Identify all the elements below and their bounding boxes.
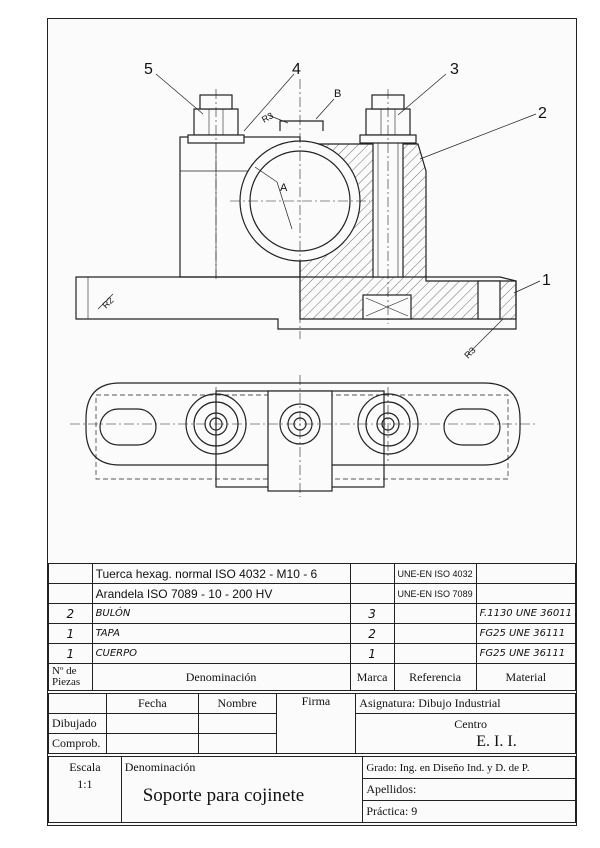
label-b: B xyxy=(334,88,341,100)
header-qty: Nº de Piezas xyxy=(48,663,93,691)
dibujado-fecha xyxy=(105,713,199,734)
parts-header-row: Nº de Piezas Denominación Marca Referenc… xyxy=(48,663,577,691)
dibujado-nombre xyxy=(197,713,277,734)
header-mat: Material xyxy=(475,663,577,691)
denominacion-cell: Denominación Soporte para cojinete xyxy=(120,756,364,823)
top-view xyxy=(70,375,538,497)
callout-3: 3 xyxy=(450,61,459,78)
drawing-title: Soporte para cojinete xyxy=(142,785,305,806)
grado: Grado: Ing. en Diseño Ind. y D. de P. xyxy=(362,756,576,779)
qty-cell xyxy=(48,563,93,584)
qty-cell xyxy=(48,583,93,604)
callout-5: 5 xyxy=(144,61,153,78)
mat-cell: FG25 UNE 36111 xyxy=(475,623,577,644)
header-mark: Marca xyxy=(349,663,395,691)
qty-cell: 1 xyxy=(48,643,93,664)
mat-cell: F.1130 UNE 36011 xyxy=(475,603,577,624)
header-name: Denominación xyxy=(91,663,351,691)
escala-cell: Escala 1:1 xyxy=(48,756,122,823)
callout-4: 4 xyxy=(292,61,301,78)
practica: Práctica: 9 xyxy=(362,800,576,823)
title-block: Escala 1:1 Denominación Soporte para coj… xyxy=(48,756,576,823)
mat-cell xyxy=(475,583,577,604)
apellidos: Apellidos: xyxy=(362,778,576,801)
ref-cell xyxy=(393,623,477,644)
escala-value: 1:1 xyxy=(77,777,93,791)
dibujado-label: Dibujado xyxy=(48,713,107,734)
mark-cell: 1 xyxy=(349,643,395,664)
name-cell: BULÓN xyxy=(91,603,351,624)
technical-drawing: 5 4 3 2 1 B A R3 R2 R3 xyxy=(70,61,551,497)
comprob-nombre xyxy=(197,733,277,754)
ref-cell xyxy=(393,603,477,624)
front-view xyxy=(75,73,541,355)
radius-r3-bottom: R3 xyxy=(462,345,477,360)
mark-cell xyxy=(349,563,395,584)
parts-row: 1 TAPA 2 FG25 UNE 36111 xyxy=(48,623,577,644)
qty-cell: 1 xyxy=(48,623,93,644)
ref-cell: UNE-EN ISO 4032 xyxy=(393,563,477,584)
parts-list: Tuerca hexag. normal ISO 4032 - M10 - 6 … xyxy=(48,563,577,691)
parts-row: 2 BULÓN 3 F.1130 UNE 36011 xyxy=(48,603,577,624)
centro-label: Centro xyxy=(454,716,487,731)
ref-cell xyxy=(393,643,477,664)
qty-cell: 2 xyxy=(48,603,93,624)
signoff-blank xyxy=(48,693,107,714)
nombre-header: Nombre xyxy=(197,693,277,714)
centro-cell: Centro E. I. I. xyxy=(355,713,576,754)
firma-header: Firma xyxy=(275,693,357,754)
callout-2: 2 xyxy=(538,105,547,122)
radius-r3-top: R3 xyxy=(260,110,275,124)
name-cell: Tuerca hexag. normal ISO 4032 - M10 - 6 xyxy=(91,563,351,584)
signoff-block: Fecha Nombre Firma Asignatura: Dibujo In… xyxy=(48,693,576,754)
label-a: A xyxy=(280,182,288,194)
callout-1: 1 xyxy=(542,272,551,289)
mark-cell: 2 xyxy=(349,623,395,644)
parts-row: Arandela ISO 7089 - 10 - 200 HV UNE-EN I… xyxy=(48,583,577,604)
comprob-fecha xyxy=(105,733,199,754)
denominacion-label: Denominación xyxy=(124,760,196,774)
fecha-header: Fecha xyxy=(105,693,199,714)
centro-value: E. I. I. xyxy=(476,732,517,750)
name-cell: Arandela ISO 7089 - 10 - 200 HV xyxy=(91,583,351,604)
name-cell: CUERPO xyxy=(91,643,351,664)
parts-row: Tuerca hexag. normal ISO 4032 - M10 - 6 … xyxy=(48,563,577,584)
escala-label: Escala xyxy=(69,760,101,774)
ref-cell: UNE-EN ISO 7089 xyxy=(393,583,477,604)
mark-cell: 3 xyxy=(349,603,395,624)
mark-cell xyxy=(349,583,395,604)
mat-cell: FG25 UNE 36111 xyxy=(475,643,577,664)
header-ref: Referencia xyxy=(393,663,477,691)
mat-cell xyxy=(475,563,577,584)
comprob-label: Comprob. xyxy=(48,733,107,754)
radius-r2: R2 xyxy=(100,295,115,310)
parts-row: 1 CUERPO 1 FG25 UNE 36111 xyxy=(48,643,577,664)
asignatura: Asignatura: Dibujo Industrial xyxy=(355,693,576,714)
name-cell: TAPA xyxy=(91,623,351,644)
